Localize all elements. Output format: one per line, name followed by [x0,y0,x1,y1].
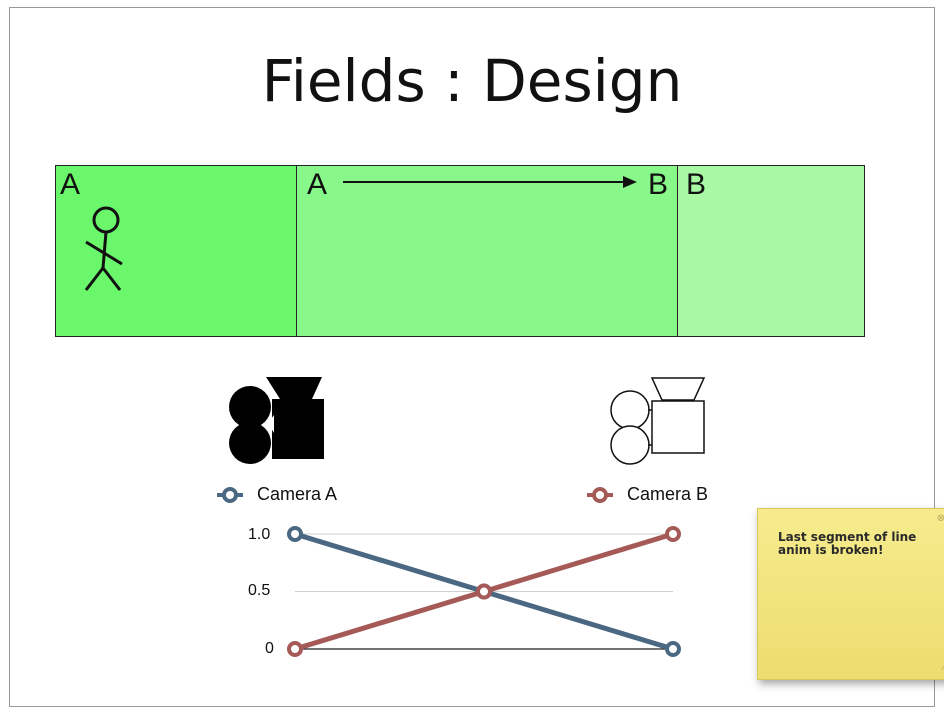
sticky-note[interactable]: ⊗ Last segment of line anim is broken! ⁄ [757,508,944,680]
legend-camera-a-label: Camera A [257,484,338,504]
camera-outline-icon [610,377,706,465]
legend-camera-b-label: Camera B [627,484,709,504]
field-a-label: A [60,168,81,201]
field-a-to-b: A B [296,165,678,337]
field-ab-right-label: B [648,168,669,201]
y-tick-label: 1.0 [248,526,271,543]
slide-title: Fields : Design [261,47,683,115]
arrow-right-icon [343,176,637,188]
sticky-note-text[interactable]: Last segment of line anim is broken! [778,530,917,557]
field-ab-left-label: A [307,168,328,201]
close-icon[interactable]: ⊗ [936,513,944,524]
y-tick-label: 0 [265,640,274,657]
y-tick-label: 0.5 [248,582,271,599]
field-a: A [55,165,297,337]
camera-filled-icon [229,377,324,464]
stick-figure-icon [84,206,123,291]
field-b: B [677,165,865,337]
field-b-label: B [686,168,707,201]
